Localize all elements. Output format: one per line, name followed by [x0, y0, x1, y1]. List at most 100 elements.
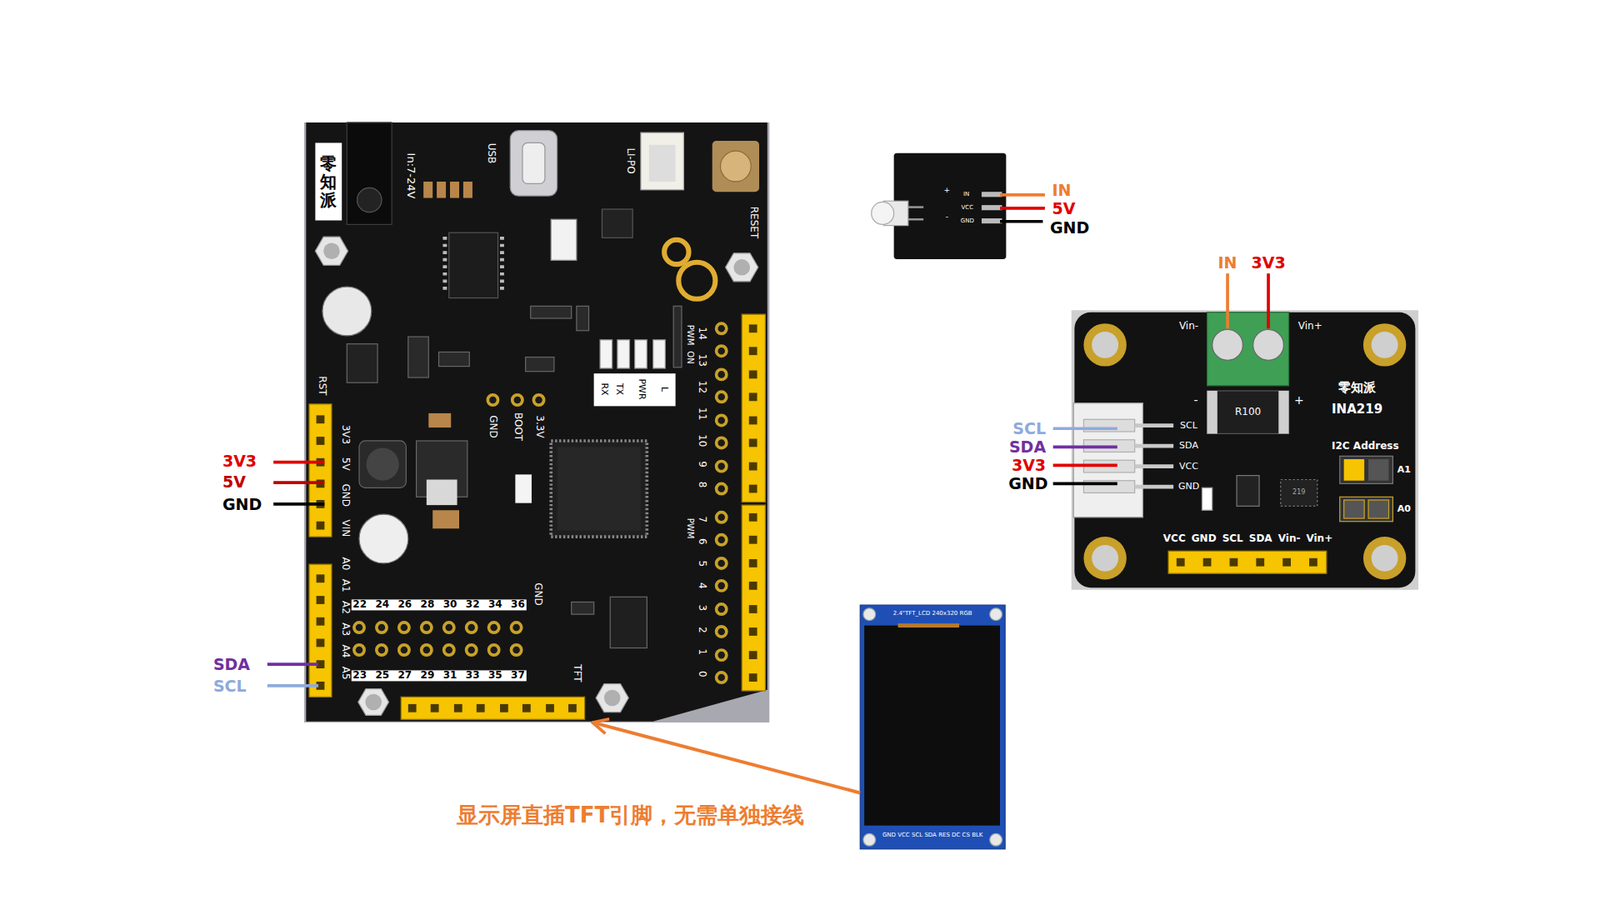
controller-board-drawing — [673, 305, 682, 367]
wire-label: 5V — [1051, 199, 1075, 217]
controller-board-drawing — [316, 595, 325, 605]
tft-display-drawing — [863, 833, 876, 846]
controller-board-drawing — [749, 462, 758, 471]
ina219-module-drawing — [1207, 390, 1218, 434]
controller-board-drawing — [421, 645, 432, 655]
controller-board-drawing — [716, 626, 727, 637]
ina219-module-drawing — [1344, 459, 1365, 481]
ir-led-module-drawing — [981, 191, 1002, 197]
ir-led-module-drawing — [908, 218, 924, 220]
controller-board-drawing — [720, 150, 751, 182]
silkscreen-label: GND — [487, 415, 499, 439]
ir-led-module-drawing — [894, 153, 1007, 260]
ina219-module-drawing — [1168, 550, 1327, 574]
controller-board-drawing — [346, 122, 392, 225]
controller-board-drawing — [500, 236, 505, 295]
ina219-module-drawing — [1053, 426, 1118, 430]
ina219-module-drawing — [1309, 558, 1318, 567]
ir-led-module: +INVCCGND- — [894, 150, 1007, 261]
ina219-module-drawing — [1344, 500, 1365, 519]
ina219-module-drawing — [1073, 403, 1143, 518]
controller-board-drawing — [601, 209, 633, 238]
controller-board-drawing — [428, 413, 451, 428]
controller-board-drawing — [510, 130, 557, 196]
ina219-module-drawing — [1053, 445, 1118, 449]
silkscreen-label: VCC — [961, 205, 975, 212]
controller-board-drawing — [716, 604, 727, 615]
silkscreen-label: 14 13 12 11 10 9 8 — [696, 326, 708, 488]
controller-board-drawing — [510, 622, 521, 633]
ina219-module-drawing — [1278, 390, 1289, 434]
controller-board-drawing — [376, 645, 387, 655]
ina219-module-drawing — [1074, 312, 1415, 589]
controller-board-drawing — [716, 437, 727, 448]
controller-board-drawing — [454, 704, 463, 713]
ina219-module-drawing — [1282, 558, 1291, 567]
pointer-arrow — [592, 722, 860, 794]
controller-board-drawing — [408, 336, 429, 378]
controller-board-drawing — [500, 704, 509, 713]
ir-led-module-drawing — [871, 153, 1045, 260]
wire-label: 3V3 — [1250, 253, 1285, 271]
silkscreen-label: A0 A1 A2 A3 A4 A5 — [339, 556, 350, 680]
silkscreen-label: L — [659, 385, 670, 391]
controller-board-drawing — [550, 440, 647, 537]
controller-board-drawing — [653, 340, 666, 369]
ina219-module-drawing — [1212, 330, 1244, 361]
controller-board-drawing — [466, 622, 477, 633]
silkscreen-label: A0 — [1397, 504, 1411, 515]
wire — [267, 662, 319, 666]
controller-board-drawing — [359, 514, 409, 564]
silkscreen-label: LI-PO — [624, 148, 635, 175]
controller-board-drawing — [316, 415, 325, 424]
controller-board-drawing — [346, 344, 378, 384]
controller-board-drawing — [489, 622, 500, 633]
controller-board-drawing — [512, 395, 523, 405]
controller-board-drawing — [444, 622, 455, 633]
tft-display: 2.4"TFT_LCD 240x320 RGBGND VCC SCL SDA R… — [860, 605, 1005, 850]
ina219-module-drawing — [1225, 273, 1230, 329]
ina219-module-drawing — [1363, 323, 1406, 366]
wire — [273, 502, 325, 506]
wire-label: SDA — [1009, 438, 1046, 456]
silkscreen-label: GND — [532, 582, 544, 606]
controller-board-drawing — [400, 696, 585, 720]
controller-board-drawing — [444, 645, 455, 655]
controller-board-drawing — [716, 323, 727, 334]
silkscreen-label: SCL — [1180, 420, 1198, 431]
tft-display-drawing — [860, 605, 1005, 850]
ina219-module-drawing — [1236, 475, 1260, 507]
controller-board-drawing — [466, 645, 477, 655]
ina219-module-drawing — [1135, 423, 1175, 428]
controller-board-drawing — [640, 132, 684, 190]
silkscreen-label: 219 — [1292, 489, 1305, 497]
controller-board-drawing — [399, 645, 410, 655]
silkscreen-label: 7 6 5 4 3 2 1 0 — [696, 516, 708, 678]
controller-board-drawing — [436, 181, 446, 199]
controller-board-drawing — [309, 314, 765, 720]
silkscreen-label: BOOT — [511, 412, 523, 441]
ina219-module-drawing — [1203, 558, 1212, 567]
controller-board-drawing — [430, 704, 440, 713]
controller-board-drawing — [604, 690, 621, 707]
controller-board-drawing — [576, 305, 590, 330]
silkscreen-label: 23 25 27 29 31 33 35 37 — [350, 670, 526, 681]
silkscreen-label: - — [945, 213, 949, 222]
ina219-module-drawing — [1083, 419, 1135, 493]
controller-board-drawing — [716, 391, 727, 402]
controller-board-drawing — [733, 259, 750, 276]
controller-board-drawing — [322, 286, 372, 336]
silkscreen-label: RESET — [747, 206, 759, 239]
silkscreen-label: RX — [599, 382, 610, 395]
silkscreen-label: PWR — [636, 378, 647, 400]
ina219-module-drawing — [1201, 487, 1212, 510]
wire-label: GND — [222, 495, 262, 513]
controller-board-drawing — [476, 704, 485, 713]
silkscreen-label: TX — [614, 382, 625, 395]
silkscreen-label: 3.3V — [533, 415, 545, 438]
silkscreen-label: IN — [963, 191, 970, 199]
ina219-module-drawing — [1071, 310, 1419, 590]
controller-board-drawing — [304, 122, 770, 723]
wire-label: 5V — [222, 473, 246, 491]
ir-led-module-drawing — [981, 218, 1002, 224]
